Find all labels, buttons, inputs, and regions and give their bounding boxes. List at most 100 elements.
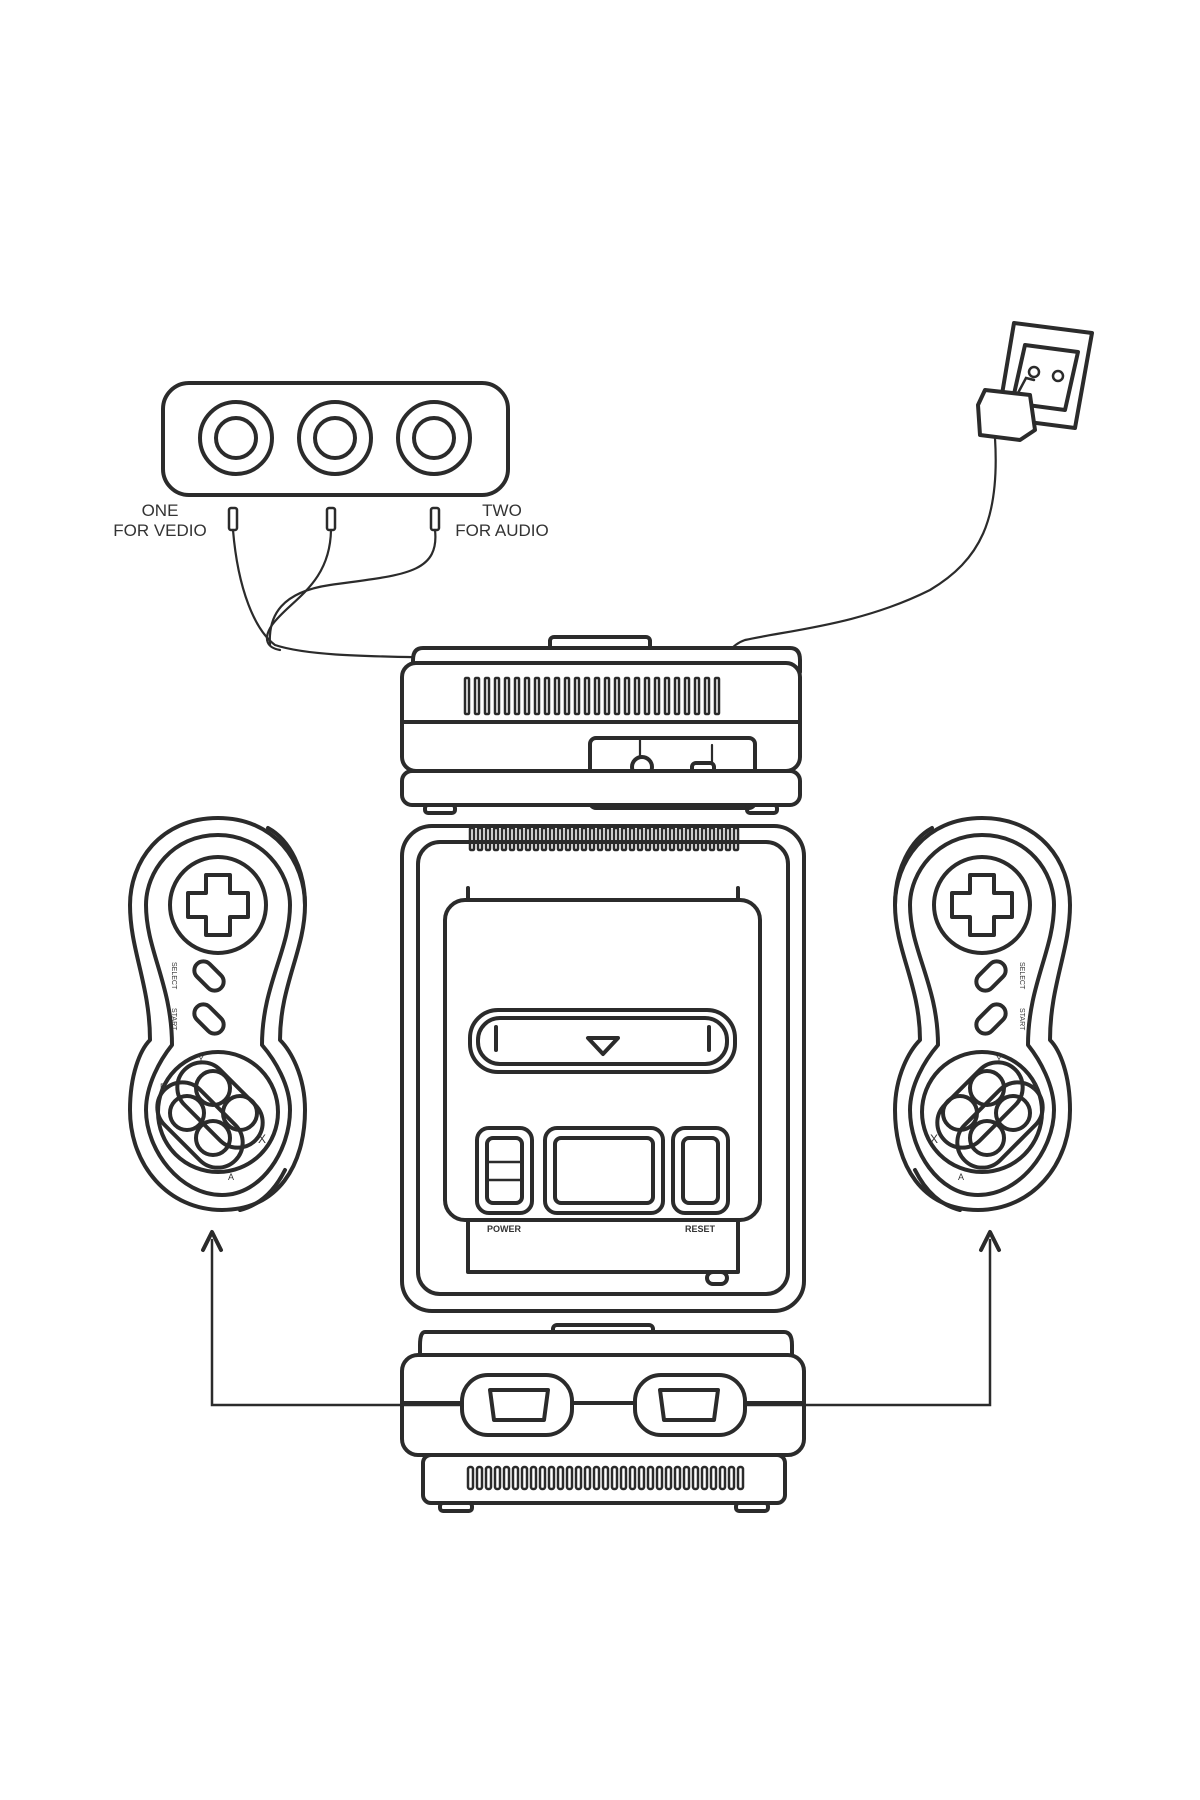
- controller-arrows: [201, 1230, 1001, 1407]
- vent-slot: [484, 1465, 493, 1491]
- vent-slot: [563, 676, 571, 716]
- vent-slot: [709, 1465, 718, 1491]
- power-switch: POWER: [475, 1126, 534, 1234]
- vent-slot: [511, 1465, 520, 1491]
- rca-plugs: [227, 506, 441, 532]
- vent-slot: [716, 826, 724, 852]
- start-label-right: START: [1018, 1008, 1025, 1031]
- vent-slot: [628, 826, 636, 852]
- select-button-right: SELECT: [974, 959, 1025, 993]
- vent-slot: [543, 676, 551, 716]
- vent-slot: [692, 826, 700, 852]
- vent-slot: [475, 1465, 484, 1491]
- vent-slot: [708, 826, 716, 852]
- vent-slot: [556, 1465, 565, 1491]
- dpad-right: [932, 855, 1032, 955]
- audio-label-line2: FOR AUDIO: [455, 521, 549, 540]
- x-label-left: X: [258, 1132, 266, 1146]
- vent-slot: [573, 676, 581, 716]
- vent-slot: [636, 826, 644, 852]
- vent-slot: [703, 676, 711, 716]
- vent-slot: [513, 676, 521, 716]
- vent-slot: [604, 826, 612, 852]
- vent-slot: [476, 826, 484, 852]
- vent-slot: [592, 1465, 601, 1491]
- cartridge-slot: [468, 1008, 737, 1074]
- vent-slot: [533, 676, 541, 716]
- rca-socket-audio-right: [396, 400, 472, 476]
- vent-slot: [553, 676, 561, 716]
- vent-slot: [643, 676, 651, 716]
- vent-slot: [684, 826, 692, 852]
- vent-slot: [691, 1465, 700, 1491]
- vent-slot: [593, 676, 601, 716]
- av-connector-block: [161, 381, 510, 497]
- start-button-right: START: [974, 1002, 1025, 1036]
- console-front-view: [400, 1323, 806, 1513]
- vent-slot: [572, 826, 580, 852]
- vent-slot: [644, 826, 652, 852]
- select-label-left: SELECT: [170, 962, 177, 990]
- vent-slot: [664, 1465, 673, 1491]
- vent-slot: [673, 676, 681, 716]
- vent-slot: [637, 1465, 646, 1491]
- vent-slot: [516, 826, 524, 852]
- vent-slot: [668, 826, 676, 852]
- vent-slot: [652, 826, 660, 852]
- vent-slot: [548, 826, 556, 852]
- start-button-left: START: [170, 1002, 226, 1036]
- vent-slot: [532, 826, 540, 852]
- start-label-left: START: [170, 1008, 177, 1031]
- controller-left: SELECT START Y B X A: [128, 816, 307, 1212]
- vent-slot: [580, 826, 588, 852]
- vent-slot: [655, 1465, 664, 1491]
- vent-slot: [646, 1465, 655, 1491]
- rca-socket-audio-left: [297, 400, 373, 476]
- vent-slot: [540, 826, 548, 852]
- vent-slot: [732, 826, 740, 852]
- left-arrow-head: [201, 1230, 223, 1252]
- vent-slot: [520, 1465, 529, 1491]
- vent-slot: [556, 826, 564, 852]
- power-plug: [976, 376, 1037, 442]
- face-buttons-left: Y B X A: [155, 1050, 280, 1182]
- vent-slot: [683, 676, 691, 716]
- left-arrow-line: [210, 1238, 464, 1407]
- x-label-right: X: [930, 1132, 938, 1146]
- dpad-left: [168, 855, 268, 955]
- vent-slot: [676, 826, 684, 852]
- vent-slot: [502, 1465, 511, 1491]
- vent-slot: [473, 676, 481, 716]
- a-label-right: A: [958, 1172, 964, 1182]
- video-label: ONE FOR VEDIO: [113, 501, 207, 540]
- vent-slot: [547, 1465, 556, 1491]
- vent-slot: [524, 826, 532, 852]
- audio-label: TWO FOR AUDIO: [455, 501, 549, 540]
- power-led: [705, 1270, 729, 1286]
- top-vents: [468, 826, 740, 852]
- vent-slot: [718, 1465, 727, 1491]
- vent-slot: [693, 676, 701, 716]
- audio-label-line1: TWO: [482, 501, 522, 520]
- y-label-right: Y: [996, 1054, 1002, 1064]
- power-label: POWER: [487, 1224, 522, 1234]
- select-button-left: SELECT: [170, 959, 226, 993]
- vent-slot: [623, 676, 631, 716]
- vent-slot: [466, 1465, 475, 1491]
- vent-slot: [610, 1465, 619, 1491]
- vent-slot: [500, 826, 508, 852]
- vent-slot: [653, 676, 661, 716]
- vent-slot: [483, 676, 491, 716]
- vent-slot: [619, 1465, 628, 1491]
- video-label-line2: FOR VEDIO: [113, 521, 207, 540]
- vent-slot: [588, 826, 596, 852]
- eject-panel: [543, 1126, 665, 1215]
- vent-slot: [529, 1465, 538, 1491]
- vent-slot: [736, 1465, 745, 1491]
- a-label-left: A: [228, 1172, 234, 1182]
- vent-slot: [612, 826, 620, 852]
- vent-slot: [484, 826, 492, 852]
- vent-slot: [727, 1465, 736, 1491]
- vent-slot: [682, 1465, 691, 1491]
- reset-button: RESET: [671, 1126, 730, 1234]
